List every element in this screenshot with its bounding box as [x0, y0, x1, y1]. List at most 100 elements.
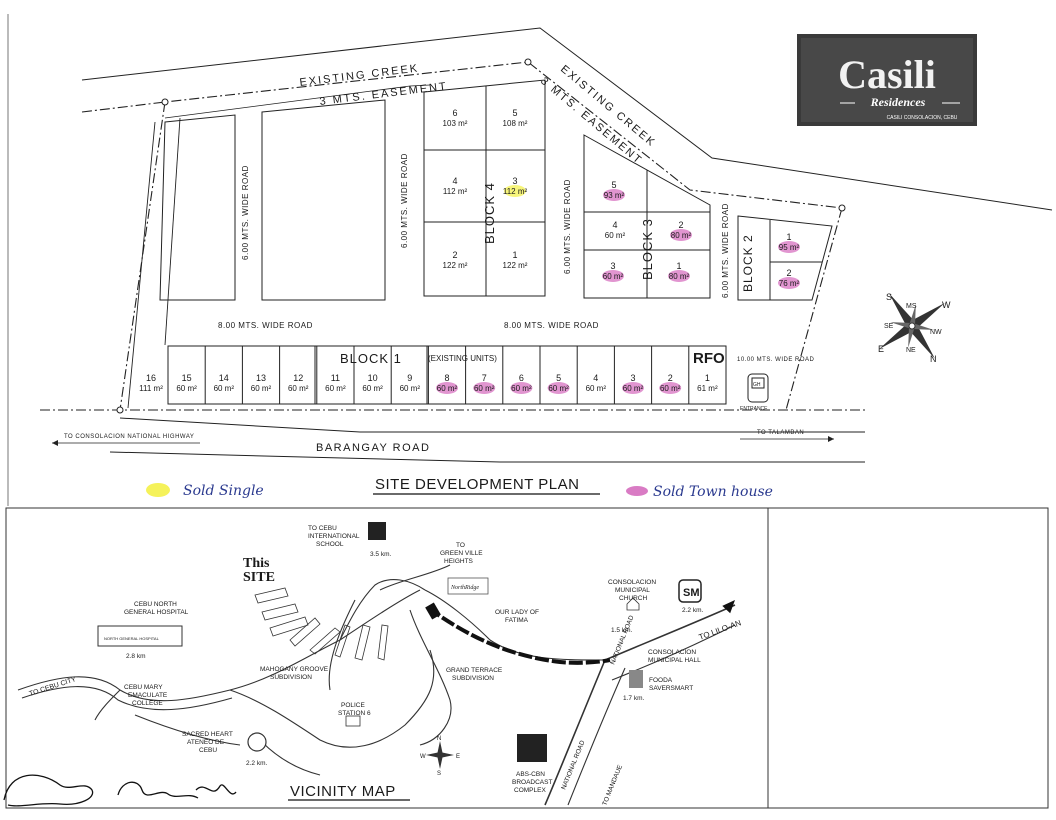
northridge-label: NorthRidge — [450, 585, 479, 591]
greenville-2: GREEN VILLE — [440, 550, 483, 557]
block-1-dividers — [204, 346, 690, 404]
block3-lot-area: 80 m² — [669, 272, 690, 281]
block2-lot-number: 1 — [786, 232, 791, 242]
logo-brand: Casili — [838, 52, 936, 97]
legend-single-label: Sold Single — [183, 483, 264, 499]
sold-highlight — [778, 277, 800, 289]
arrow-head-right — [828, 436, 834, 442]
compass-ne: NE — [906, 347, 916, 354]
open-areas — [159, 99, 386, 301]
sold-highlight — [622, 382, 644, 394]
hospital-1: CEBU NORTH — [134, 601, 177, 608]
sold-highlight — [510, 382, 533, 394]
site-boundaries — [40, 27, 1053, 463]
block2-lot-area: 76 m² — [779, 279, 800, 288]
block3-lot-area: 60 m² — [603, 272, 624, 281]
sacred-heart-3: CEBU — [199, 747, 217, 754]
church-icon — [626, 597, 640, 611]
vicinity-compass-icon — [426, 741, 454, 769]
block3-lot-number: 3 — [610, 261, 615, 271]
block4-lot-number: 1 — [512, 250, 517, 260]
road-label-v3: 6.00 MTS. WIDE ROAD — [563, 179, 572, 274]
arrow-lilo-an-icon — [722, 600, 735, 614]
site-marker-icon — [425, 602, 441, 620]
sold-highlight — [602, 270, 624, 282]
block1-lot-number: 7 — [482, 373, 487, 383]
church-dist: 1.5 km. — [611, 627, 633, 634]
v-compass-w: W — [420, 754, 426, 760]
road-label-entrance: 10.00 MTS. WIDE ROAD — [737, 357, 815, 363]
sold-highlight — [504, 185, 526, 197]
handwritten-signatures — [3, 774, 237, 807]
this-site-label-2: SITE — [243, 570, 275, 585]
fooda-icon — [629, 670, 643, 688]
this-site-parcels — [254, 587, 389, 661]
national-road-1: NATIONAL ROAD — [560, 739, 586, 790]
block4-lot-area: 122 m² — [443, 261, 468, 270]
casili-logo: Casili Residences CASILI CONSOLACION, CE… — [797, 34, 977, 126]
church-1: CONSOLACION — [608, 579, 656, 586]
vicinity-roads — [17, 564, 736, 806]
v-compass-s: S — [437, 771, 441, 777]
road-label-h-left: 8.00 MTS. WIDE ROAD — [218, 321, 313, 330]
grand-terrace-1: GRAND TERRACE — [446, 667, 503, 674]
block1-lot-area: 60 m² — [325, 384, 346, 393]
block4-lot-number: 3 — [512, 176, 517, 186]
road-label-to-highway: TO CONSOLACION NATIONAL HIGHWAY — [64, 434, 194, 440]
block4-lot-number: 2 — [452, 250, 457, 260]
block4-lot-number: 4 — [452, 176, 457, 186]
legend-townhouse-label: Sold Town house — [653, 484, 773, 500]
northridge-logo — [447, 577, 489, 595]
block1-lot-number: 11 — [331, 373, 340, 383]
block1-lot-number: 9 — [407, 373, 412, 383]
block1-lot-area: 60 m² — [437, 384, 458, 393]
greenville-1: TO — [456, 542, 465, 549]
block1-lot-number: 13 — [256, 373, 266, 383]
sold-highlight — [436, 382, 458, 394]
compass-rose-icon — [879, 293, 945, 359]
lilo-an-label: TO LILO-AN — [698, 618, 743, 642]
block3-lot-area: 93 m² — [604, 191, 625, 200]
route-to-site — [426, 606, 611, 665]
block1-lot-number: 8 — [444, 373, 449, 383]
emaculate-3: COLLEGE — [132, 700, 163, 707]
v-compass-e: E — [456, 754, 460, 760]
mandaue-label: TO MANDAUE — [601, 763, 624, 806]
block1-lot-number: 1 — [705, 373, 710, 383]
sm-logo-text: SM — [683, 587, 700, 599]
block3-lot-number: 1 — [676, 261, 681, 271]
block3-lot-number: 5 — [611, 180, 616, 190]
road-label-v2: 6.00 MTS. WIDE ROAD — [400, 153, 409, 248]
block1-label: BLOCK 1 — [340, 351, 402, 366]
grand-terrace-2: SUBDIVISION — [452, 675, 494, 682]
block1-lot-area: 61 m² — [697, 384, 718, 393]
vicinity-frame — [5, 507, 1049, 809]
block4-lot-area: 112 m² — [503, 187, 528, 196]
emaculate-2: EMACULATE — [128, 692, 168, 699]
abs-2: BROADCAST — [512, 779, 552, 786]
fatima-1: OUR LADY OF — [495, 609, 539, 616]
sm-logo-icon — [678, 579, 702, 603]
police-1: POLICE — [341, 702, 366, 709]
abs-cbn-logo-icon — [517, 734, 547, 762]
rfo-label: RFO — [693, 350, 725, 367]
block3-label: BLOCK 3 — [640, 218, 655, 280]
municipal-hall-1: CONSOLACION — [648, 649, 696, 656]
sacred-heart-logo-icon — [247, 732, 267, 752]
sold-highlight — [670, 229, 692, 241]
block1-lot-area: 60 m² — [623, 384, 644, 393]
abs-3: COMPLEX — [514, 787, 546, 794]
sold-highlight — [547, 382, 570, 394]
sold-highlight — [778, 241, 800, 253]
logo-location: CASILI CONSOLACION, CEBU — [887, 115, 958, 121]
block-3 — [583, 134, 711, 299]
block1-lot-number: 5 — [556, 373, 561, 383]
block4-lot-number: 5 — [512, 108, 517, 118]
sold-highlight — [603, 189, 625, 201]
legend-townhouse-swatch — [626, 486, 648, 496]
vicinity-labels: TO CEBU INTERNATIONAL SCHOOL 3.5 km. TO … — [28, 525, 742, 807]
entrance-label: ENTRANCE — [740, 406, 768, 412]
